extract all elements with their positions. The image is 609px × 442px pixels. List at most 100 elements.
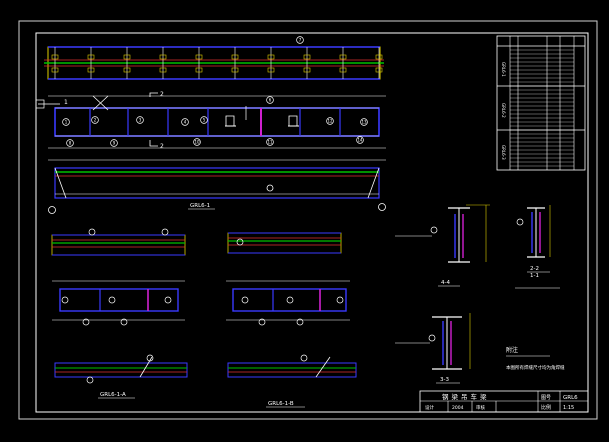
callout-number: 5 — [203, 118, 206, 123]
top-strip-plate — [303, 54, 311, 60]
main-view-title: GRL6-1 — [190, 203, 210, 209]
callout-circle — [200, 116, 208, 124]
section-2-2-title: 2-2 — [530, 266, 539, 272]
notes-block: 附注 本图所有焊缝尺寸均为角焊缝 — [506, 346, 565, 371]
top-strip-plate — [87, 67, 95, 73]
top-strip-plate — [303, 67, 311, 73]
detail-callout — [108, 296, 116, 304]
title-block-number: GRL6 — [563, 395, 578, 401]
table-group-3: GRL6-3 — [501, 145, 506, 160]
section-3-3-title: 3-3 — [440, 377, 449, 383]
callout-circle — [91, 116, 99, 124]
detail-callout — [146, 354, 154, 362]
top-strip-plate — [159, 67, 167, 73]
title-block-project: 钢梁吊车梁 — [442, 392, 490, 401]
plan-stiffeners — [225, 106, 299, 127]
section-2-2: 2-2 1-1 — [515, 205, 560, 289]
top-strip-plate — [195, 54, 203, 60]
detail-callout — [82, 318, 90, 326]
title-block-checked-label: 审核 — [476, 404, 485, 411]
callout-circle — [66, 139, 74, 147]
callout-circle — [296, 36, 304, 44]
callout-number: 3 — [139, 118, 142, 123]
detail-callout — [236, 238, 244, 246]
top-strip-plate — [51, 67, 59, 73]
callout-number: 8 — [69, 141, 72, 146]
callout-circle — [356, 136, 364, 144]
title-block-scale-label: 比例 — [541, 404, 551, 411]
notes-label: 附注 — [506, 346, 518, 354]
callout-number: 7 — [299, 38, 302, 43]
inner-frame — [35, 32, 589, 413]
top-strip-plate — [375, 54, 383, 60]
top-strip-plate — [159, 54, 167, 60]
top-strip-plate — [375, 67, 383, 73]
detail-callout — [296, 318, 304, 326]
callout-number: 13 — [361, 120, 367, 125]
view-title-left-bottom: GRL6-1-A — [100, 392, 126, 398]
section-4-4-title: 4-4 — [441, 280, 450, 286]
main-plan-view — [48, 95, 386, 149]
detail-callout — [300, 354, 308, 362]
top-strip-plate — [51, 54, 59, 60]
callout-circle — [266, 96, 274, 104]
detail-a-section: GRL6-1-A — [54, 356, 188, 399]
callout-number: 2 — [94, 118, 97, 123]
top-strip-plate — [231, 54, 239, 60]
top-strip-plate — [195, 67, 203, 73]
detail-callout — [120, 318, 128, 326]
material-table-rows — [510, 49, 574, 167]
main-elevation-view: GRL6-1 — [48, 159, 386, 214]
detail-b-section: GRL6-1-B — [227, 356, 357, 408]
detail-b-elevation — [227, 232, 342, 254]
top-strip-plate — [267, 67, 275, 73]
table-group-2: GRL6-2 — [501, 103, 506, 118]
lower-callouts — [61, 238, 344, 384]
top-strip-plate — [231, 67, 239, 73]
top-strip-plate — [339, 67, 347, 73]
detail-callout — [258, 318, 266, 326]
callout-number: 1 — [65, 120, 68, 125]
notes-text: 本图所有焊缝尺寸均为角焊缝 — [506, 364, 565, 371]
callout-circle — [181, 118, 189, 126]
outer-frame — [18, 20, 598, 420]
section-mark-1: 1 — [35, 95, 109, 111]
callout-circle — [326, 117, 334, 125]
detail-callout — [164, 296, 172, 304]
view-title-right-bottom: GRL6-1-B — [268, 401, 294, 407]
title-block: 钢梁吊车梁 图号 GRL6 设计 2004 审核 比例 1:15 — [419, 390, 589, 413]
title-block-scale: 1:15 — [563, 405, 574, 411]
callout-circle — [136, 116, 144, 124]
top-strip-plate — [267, 54, 275, 60]
callout-circle — [193, 138, 201, 146]
callout-circle — [266, 138, 274, 146]
table-group-1: GRL6-1 — [501, 62, 506, 77]
top-strip-ticks — [51, 47, 383, 79]
callout-number: 10 — [194, 140, 200, 145]
svg-text:2: 2 — [160, 143, 164, 150]
section-1-1-title: 1-1 — [530, 273, 539, 279]
top-strip-plate — [339, 54, 347, 60]
title-block-drawn-label: 设计 — [425, 404, 434, 411]
callout-number: 6 — [269, 98, 272, 103]
main-top-strip — [44, 46, 384, 80]
detail-a-elevation — [51, 228, 186, 256]
section-mark-2: 2 2 — [149, 91, 164, 150]
callout-number: 12 — [327, 119, 333, 124]
detail-callout — [336, 296, 344, 304]
callout-number: 9 — [113, 141, 116, 146]
top-strip-plate — [87, 54, 95, 60]
callout-number: 11 — [267, 140, 273, 145]
top-strip-plate — [123, 67, 131, 73]
callout-number: 14 — [357, 138, 363, 143]
detail-callout — [286, 296, 294, 304]
svg-text:1: 1 — [64, 99, 68, 106]
plan-dividers — [89, 108, 341, 136]
callout-number: 4 — [184, 120, 187, 125]
detail-b-plan — [226, 280, 350, 321]
callout-circle — [360, 118, 368, 126]
section-4-4: 4-4 — [395, 204, 490, 287]
detail-a-plan — [52, 280, 185, 321]
